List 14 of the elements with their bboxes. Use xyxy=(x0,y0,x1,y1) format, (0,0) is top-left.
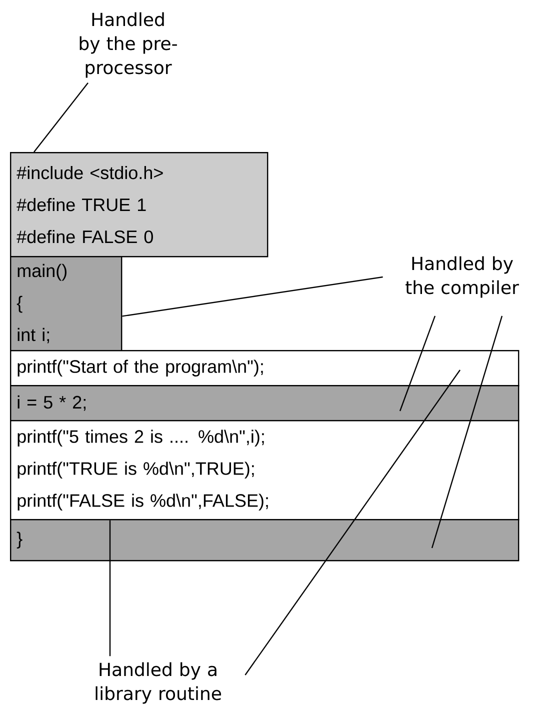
leader-line xyxy=(109,520,111,656)
code-box: i = 5 * 2; xyxy=(10,385,520,422)
leader-line xyxy=(431,316,503,548)
leader-line xyxy=(244,370,460,676)
code-box: printf("5 times 2 is .... %d\n",i); printf("TRUE is %d\n",TRUE); printf("FALSE is %d\n",FALSE); xyxy=(10,420,520,520)
leader-line xyxy=(34,82,88,152)
leader-line xyxy=(122,276,383,317)
callout-text: Handled by the compiler xyxy=(406,256,519,298)
callout-text: Handled by a library routine xyxy=(96,662,222,704)
callout-text: Handled by the pre-processor xyxy=(80,12,177,78)
leader-line xyxy=(399,316,436,412)
code-box: } xyxy=(10,519,520,562)
code-box: main() { int i; xyxy=(10,256,122,352)
code-box: printf("Start of the program\n"); xyxy=(10,350,520,386)
